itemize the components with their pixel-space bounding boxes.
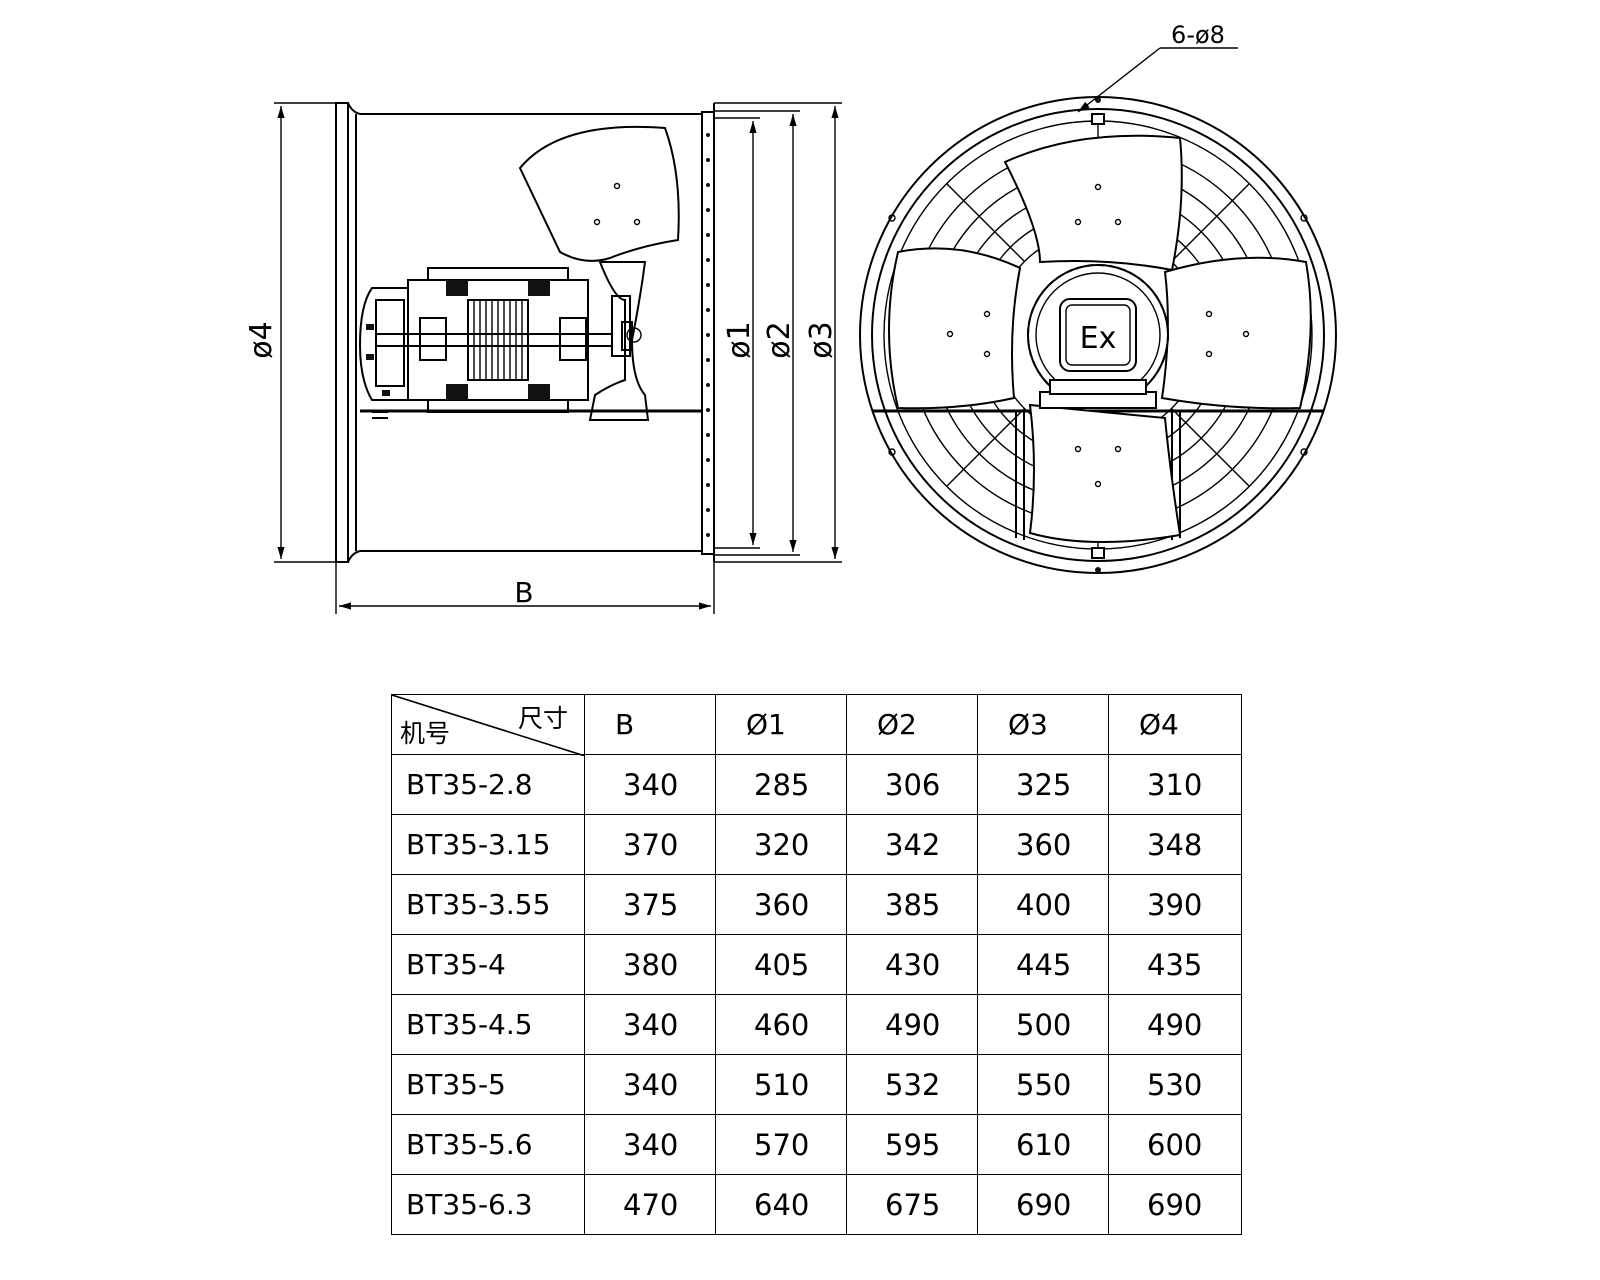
motor-side <box>375 267 612 413</box>
dimension-d3 <box>714 102 842 563</box>
table-row: BT35-5.6 340 570 595 610 600 <box>391 1114 1242 1175</box>
value-cell: 370 <box>584 814 716 875</box>
table-row: BT35-4 380 405 430 445 435 <box>391 934 1242 995</box>
model-cell: BT35-5.6 <box>391 1114 585 1175</box>
value-cell: 532 <box>846 1054 978 1115</box>
value-cell: 342 <box>846 814 978 875</box>
label-d4: ø4 <box>244 321 279 358</box>
model-cell: BT35-3.55 <box>391 874 585 935</box>
value-cell: 640 <box>715 1174 847 1235</box>
table-row: BT35-3.15 370 320 342 360 348 <box>391 814 1242 875</box>
value-cell: 530 <box>1108 1054 1242 1115</box>
value-cell: 500 <box>977 994 1109 1055</box>
model-cell: BT35-5 <box>391 1054 585 1115</box>
value-cell: 348 <box>1108 814 1242 875</box>
value-cell: 445 <box>977 934 1109 995</box>
blade-top <box>1003 134 1183 272</box>
blade-bottom <box>1028 403 1182 544</box>
label-holes: 6-ø8 <box>1171 21 1225 49</box>
label-b: B <box>514 576 533 609</box>
motor-hub-front <box>1027 264 1170 409</box>
value-cell: 385 <box>846 874 978 935</box>
mounting-holes <box>888 97 1308 573</box>
model-cell: BT35-6.3 <box>391 1174 585 1235</box>
table-row: BT35-5 340 510 532 550 530 <box>391 1054 1242 1115</box>
model-cell: BT35-3.15 <box>391 814 585 875</box>
ex-mark: Ex <box>1080 321 1117 356</box>
value-cell: 570 <box>715 1114 847 1175</box>
flange-bolt-holes <box>706 133 710 537</box>
table-row: BT35-3.55 375 360 385 400 390 <box>391 874 1242 935</box>
value-cell: 400 <box>977 874 1109 935</box>
value-cell: 285 <box>715 754 847 815</box>
column-header: Ø1 <box>715 694 847 755</box>
side-view: ø4 ø1 ø2 ø3 B <box>244 102 842 614</box>
value-cell: 405 <box>715 934 847 995</box>
value-cell: 375 <box>584 874 716 935</box>
column-header: Ø2 <box>846 694 978 755</box>
table-row: BT35-4.5 340 460 490 500 490 <box>391 994 1242 1055</box>
value-cell: 390 <box>1108 874 1242 935</box>
value-cell: 675 <box>846 1174 978 1235</box>
value-cell: 490 <box>1108 994 1242 1055</box>
front-view: Ex 6-ø8 <box>859 21 1337 574</box>
model-cell: BT35-2.8 <box>391 754 585 815</box>
value-cell: 360 <box>715 874 847 935</box>
value-cell: 690 <box>1108 1174 1242 1235</box>
dimension-d4 <box>274 102 336 563</box>
value-cell: 430 <box>846 934 978 995</box>
value-cell: 435 <box>1108 934 1242 995</box>
table-row: BT35-2.8 340 285 306 325 310 <box>391 754 1242 815</box>
dimension-b <box>335 562 715 614</box>
model-cell: BT35-4 <box>391 934 585 995</box>
value-cell: 690 <box>977 1174 1109 1235</box>
model-cell: BT35-4.5 <box>391 994 585 1055</box>
column-header: Ø4 <box>1108 694 1242 755</box>
dimension-d2 <box>714 110 800 556</box>
value-cell: 550 <box>977 1054 1109 1115</box>
value-cell: 470 <box>584 1174 716 1235</box>
dimension-d1 <box>714 117 760 549</box>
label-d2: ø2 <box>762 321 797 358</box>
value-cell: 595 <box>846 1114 978 1175</box>
dimension-table: 尺寸 机号 B Ø1 Ø2 Ø3 Ø4 BT35-2.8 340 285 306… <box>391 694 1242 1235</box>
value-cell: 340 <box>584 994 716 1055</box>
value-cell: 610 <box>977 1114 1109 1175</box>
label-d1: ø1 <box>722 321 757 358</box>
column-header: Ø3 <box>977 694 1109 755</box>
value-cell: 340 <box>584 1114 716 1175</box>
blade-right <box>1160 256 1312 410</box>
table-header-row: 尺寸 机号 B Ø1 Ø2 Ø3 Ø4 <box>391 694 1242 756</box>
table-corner-cell: 尺寸 机号 <box>391 694 585 756</box>
value-cell: 325 <box>977 754 1109 815</box>
value-cell: 340 <box>584 1054 716 1115</box>
value-cell: 460 <box>715 994 847 1055</box>
value-cell: 510 <box>715 1054 847 1115</box>
value-cell: 360 <box>977 814 1109 875</box>
value-cell: 600 <box>1108 1114 1242 1175</box>
junction-box-side <box>358 287 409 419</box>
corner-label-size: 尺寸 <box>517 704 568 733</box>
value-cell: 320 <box>715 814 847 875</box>
impeller-blade-side <box>518 125 680 262</box>
blade-left <box>888 247 1022 410</box>
value-cell: 310 <box>1108 754 1242 815</box>
value-cell: 380 <box>584 934 716 995</box>
stator-core <box>467 299 529 381</box>
value-cell: 490 <box>846 994 978 1055</box>
corner-label-model: 机号 <box>400 719 451 748</box>
value-cell: 340 <box>584 754 716 815</box>
column-header: B <box>584 694 716 755</box>
value-cell: 306 <box>846 754 978 815</box>
table-row: BT35-6.3 470 640 675 690 690 <box>391 1174 1242 1235</box>
fan-drawing: ø4 ø1 ø2 ø3 B <box>244 21 1337 614</box>
label-d3: ø3 <box>804 321 839 358</box>
